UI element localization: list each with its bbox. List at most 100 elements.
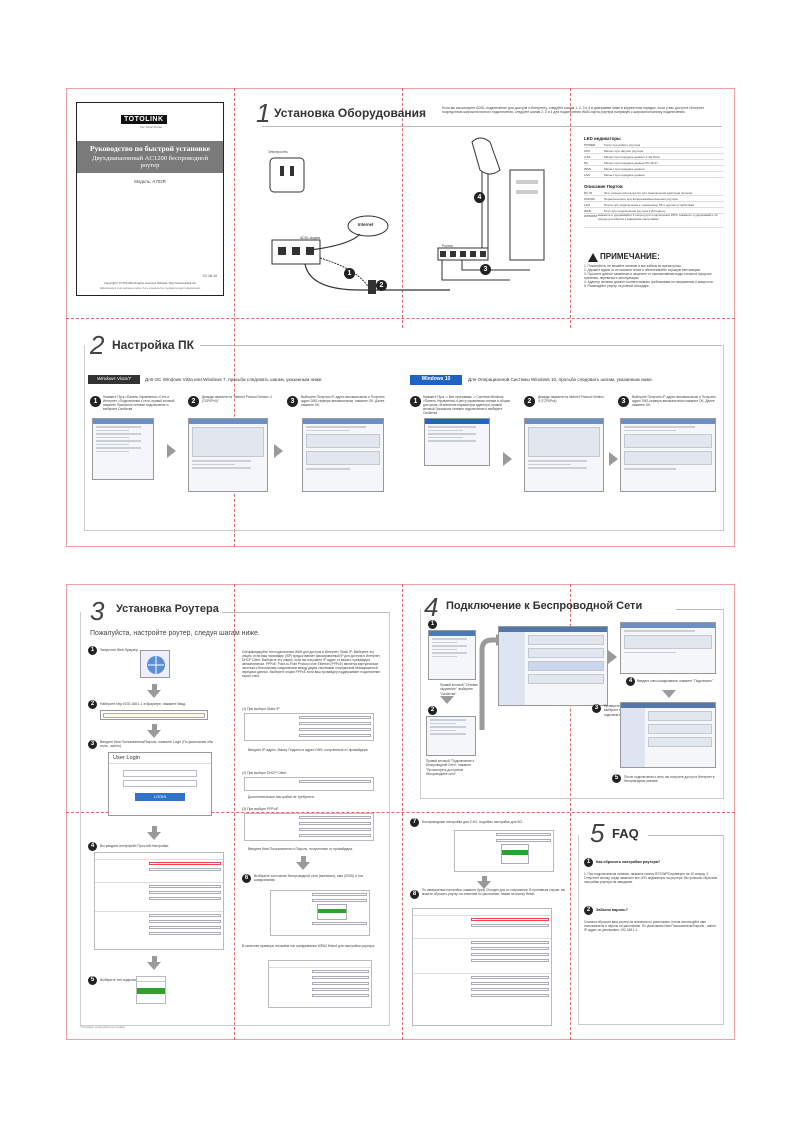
- section-3-number: 3: [90, 596, 105, 626]
- login-button[interactable]: LOGIN: [135, 793, 185, 801]
- dhcp-note: Дополнительные настройки не требуются.: [248, 795, 315, 799]
- step-badge-4: 4: [474, 192, 485, 203]
- arrow-down: [147, 730, 161, 738]
- cover-title: Руководство по быстрой установке: [89, 144, 211, 153]
- section-5-title: FAQ: [612, 826, 639, 841]
- section-3-title: Установка Роутера: [116, 603, 219, 615]
- arrow-down: [301, 856, 306, 862]
- section-2-rule: [200, 345, 722, 346]
- arrow-down: [477, 881, 491, 889]
- win10-intro: Для Операционной Системы Windows 10, про…: [468, 377, 653, 382]
- win10-badge: Windows 10: [410, 375, 462, 385]
- vista-step-2: Дважды нажмите на "Internet Protocol Ver…: [202, 395, 272, 403]
- s3-step-5-badge: 5: [88, 976, 97, 985]
- s3-step-6: Выберите состояние беспроводной сети (вк…: [254, 874, 364, 883]
- pppoe-note: Введите Имя Пользователя и Пароль, получ…: [248, 847, 354, 851]
- arrow-down: [440, 696, 454, 704]
- hardware-diagram: [269, 137, 545, 294]
- section-4-frame: [420, 609, 724, 799]
- win10-step-1-badge: 1: [410, 396, 421, 407]
- s4-context-menu-shot: [426, 716, 476, 756]
- s4-step-5-badge: 5: [612, 774, 621, 783]
- s4-start-menu-shot: [428, 630, 476, 680]
- faq-q2: Забыли пароль?: [596, 908, 628, 912]
- s4-step-4-badge: 4: [626, 677, 635, 686]
- fold-line: [234, 88, 235, 547]
- win10-step-1: Нажмите Пуск -> Все программы -> Система…: [423, 395, 510, 415]
- faq-q1: Как сбросить настройки роутера?: [596, 860, 661, 864]
- s3-step-1-badge: 1: [88, 646, 97, 655]
- browser-icon-shot: [140, 650, 170, 678]
- faq-a2: Сначала сбросьте ваш роутер на значения …: [584, 920, 717, 932]
- led-title: LED индикаторы: [584, 136, 621, 141]
- s3-step-4-badge: 4: [88, 842, 97, 851]
- faq-q1-badge: 1: [584, 858, 593, 867]
- note-title: ПРИМЕЧАНИЕ:: [600, 252, 660, 261]
- arrow-down: [482, 876, 487, 881]
- vista-screenshot-3: [302, 418, 384, 492]
- s4-step-2-badge: 2: [428, 706, 437, 715]
- vista-step-3-badge: 3: [287, 396, 298, 407]
- address-bar-shot: [100, 710, 208, 720]
- s3-step-4: Вы увидите интерфейс Простой Настройки.: [100, 844, 170, 848]
- win10-screenshot-2: [524, 418, 604, 492]
- cover-subtitle-2: роутер: [140, 162, 160, 169]
- arrow-down: [147, 690, 161, 698]
- s3-step-7: Беспроводные настройки для 2.4G, подобны…: [422, 820, 523, 824]
- section-5-number: 5: [590, 818, 605, 848]
- s4-step-1-badge: 1: [428, 620, 437, 629]
- vista-intro: Для ОС Windows Vista или Windows 7, прос…: [145, 377, 323, 382]
- s4-step-4: Введите ключ шифрования, нажмите "Подклю…: [637, 679, 714, 683]
- s3-step-2-badge: 2: [88, 700, 97, 709]
- faq-q2-badge: 2: [584, 906, 593, 915]
- notes-list: 1. Пожалуйста, не вешайте питание и все …: [584, 264, 714, 288]
- vista-step-1-badge: 1: [90, 396, 101, 407]
- step-badge-1: 1: [344, 268, 355, 279]
- arrow-down: [147, 832, 161, 840]
- dhcp-form: [244, 777, 374, 791]
- cover-version: V1.16.10: [202, 274, 217, 278]
- arrow-right: [167, 444, 176, 458]
- pppoe-form: [244, 813, 374, 841]
- section-4-number: 4: [424, 592, 439, 622]
- faq-a1: 1. При подключенном питании, нажмите кно…: [584, 872, 718, 884]
- s3-step-1: Запустите Web-браузер.: [100, 648, 139, 652]
- vista-screenshot-1: [92, 418, 154, 480]
- arrow-right: [503, 452, 512, 466]
- wan-type-select[interactable]: [136, 976, 166, 1004]
- vista-step-2-badge: 2: [188, 396, 199, 407]
- sheet-top-border: [66, 88, 735, 547]
- s4-network-list-shot: [498, 626, 608, 706]
- win10-step-3-badge: 3: [618, 396, 629, 407]
- wireless-24g-form: [454, 830, 554, 872]
- arrow-down: [152, 684, 157, 690]
- easy-setup-form: [94, 852, 224, 950]
- static-ip-label: (1) При выборе Static IP: [242, 707, 280, 711]
- arrow-down: [147, 962, 161, 970]
- section-1-rule: [262, 126, 722, 127]
- section-3-subtitle: Пожалуйста, настройте роутер, следуя шаг…: [90, 630, 260, 637]
- cover-title-band: Руководство по быстрой установке Двухдиа…: [77, 141, 223, 173]
- arrow-down: [152, 956, 157, 962]
- fold-line: [66, 812, 735, 813]
- arrow-down: [662, 690, 676, 698]
- s3-step-8-badge: 8: [410, 890, 419, 899]
- settings-summary-form: [412, 908, 552, 1026]
- s3-step-8: По завершению настройки, нажмите Apply C…: [422, 888, 566, 897]
- s4-step-3-badge: 3: [592, 704, 601, 713]
- wan-description: Специфицируйте тип подключения WAN для д…: [242, 650, 381, 678]
- win10-step-3: Выберите Получить IP-адрес автоматически…: [632, 395, 716, 407]
- vista-step-1: Нажмите Пуск->Панель Управления->Сеть и …: [103, 395, 175, 411]
- s4-step-2: Правой кнопкой "Подключение к Беспроводн…: [426, 759, 475, 776]
- cover-panel: TOTOLINK Your Smart Router Руководство п…: [76, 102, 224, 296]
